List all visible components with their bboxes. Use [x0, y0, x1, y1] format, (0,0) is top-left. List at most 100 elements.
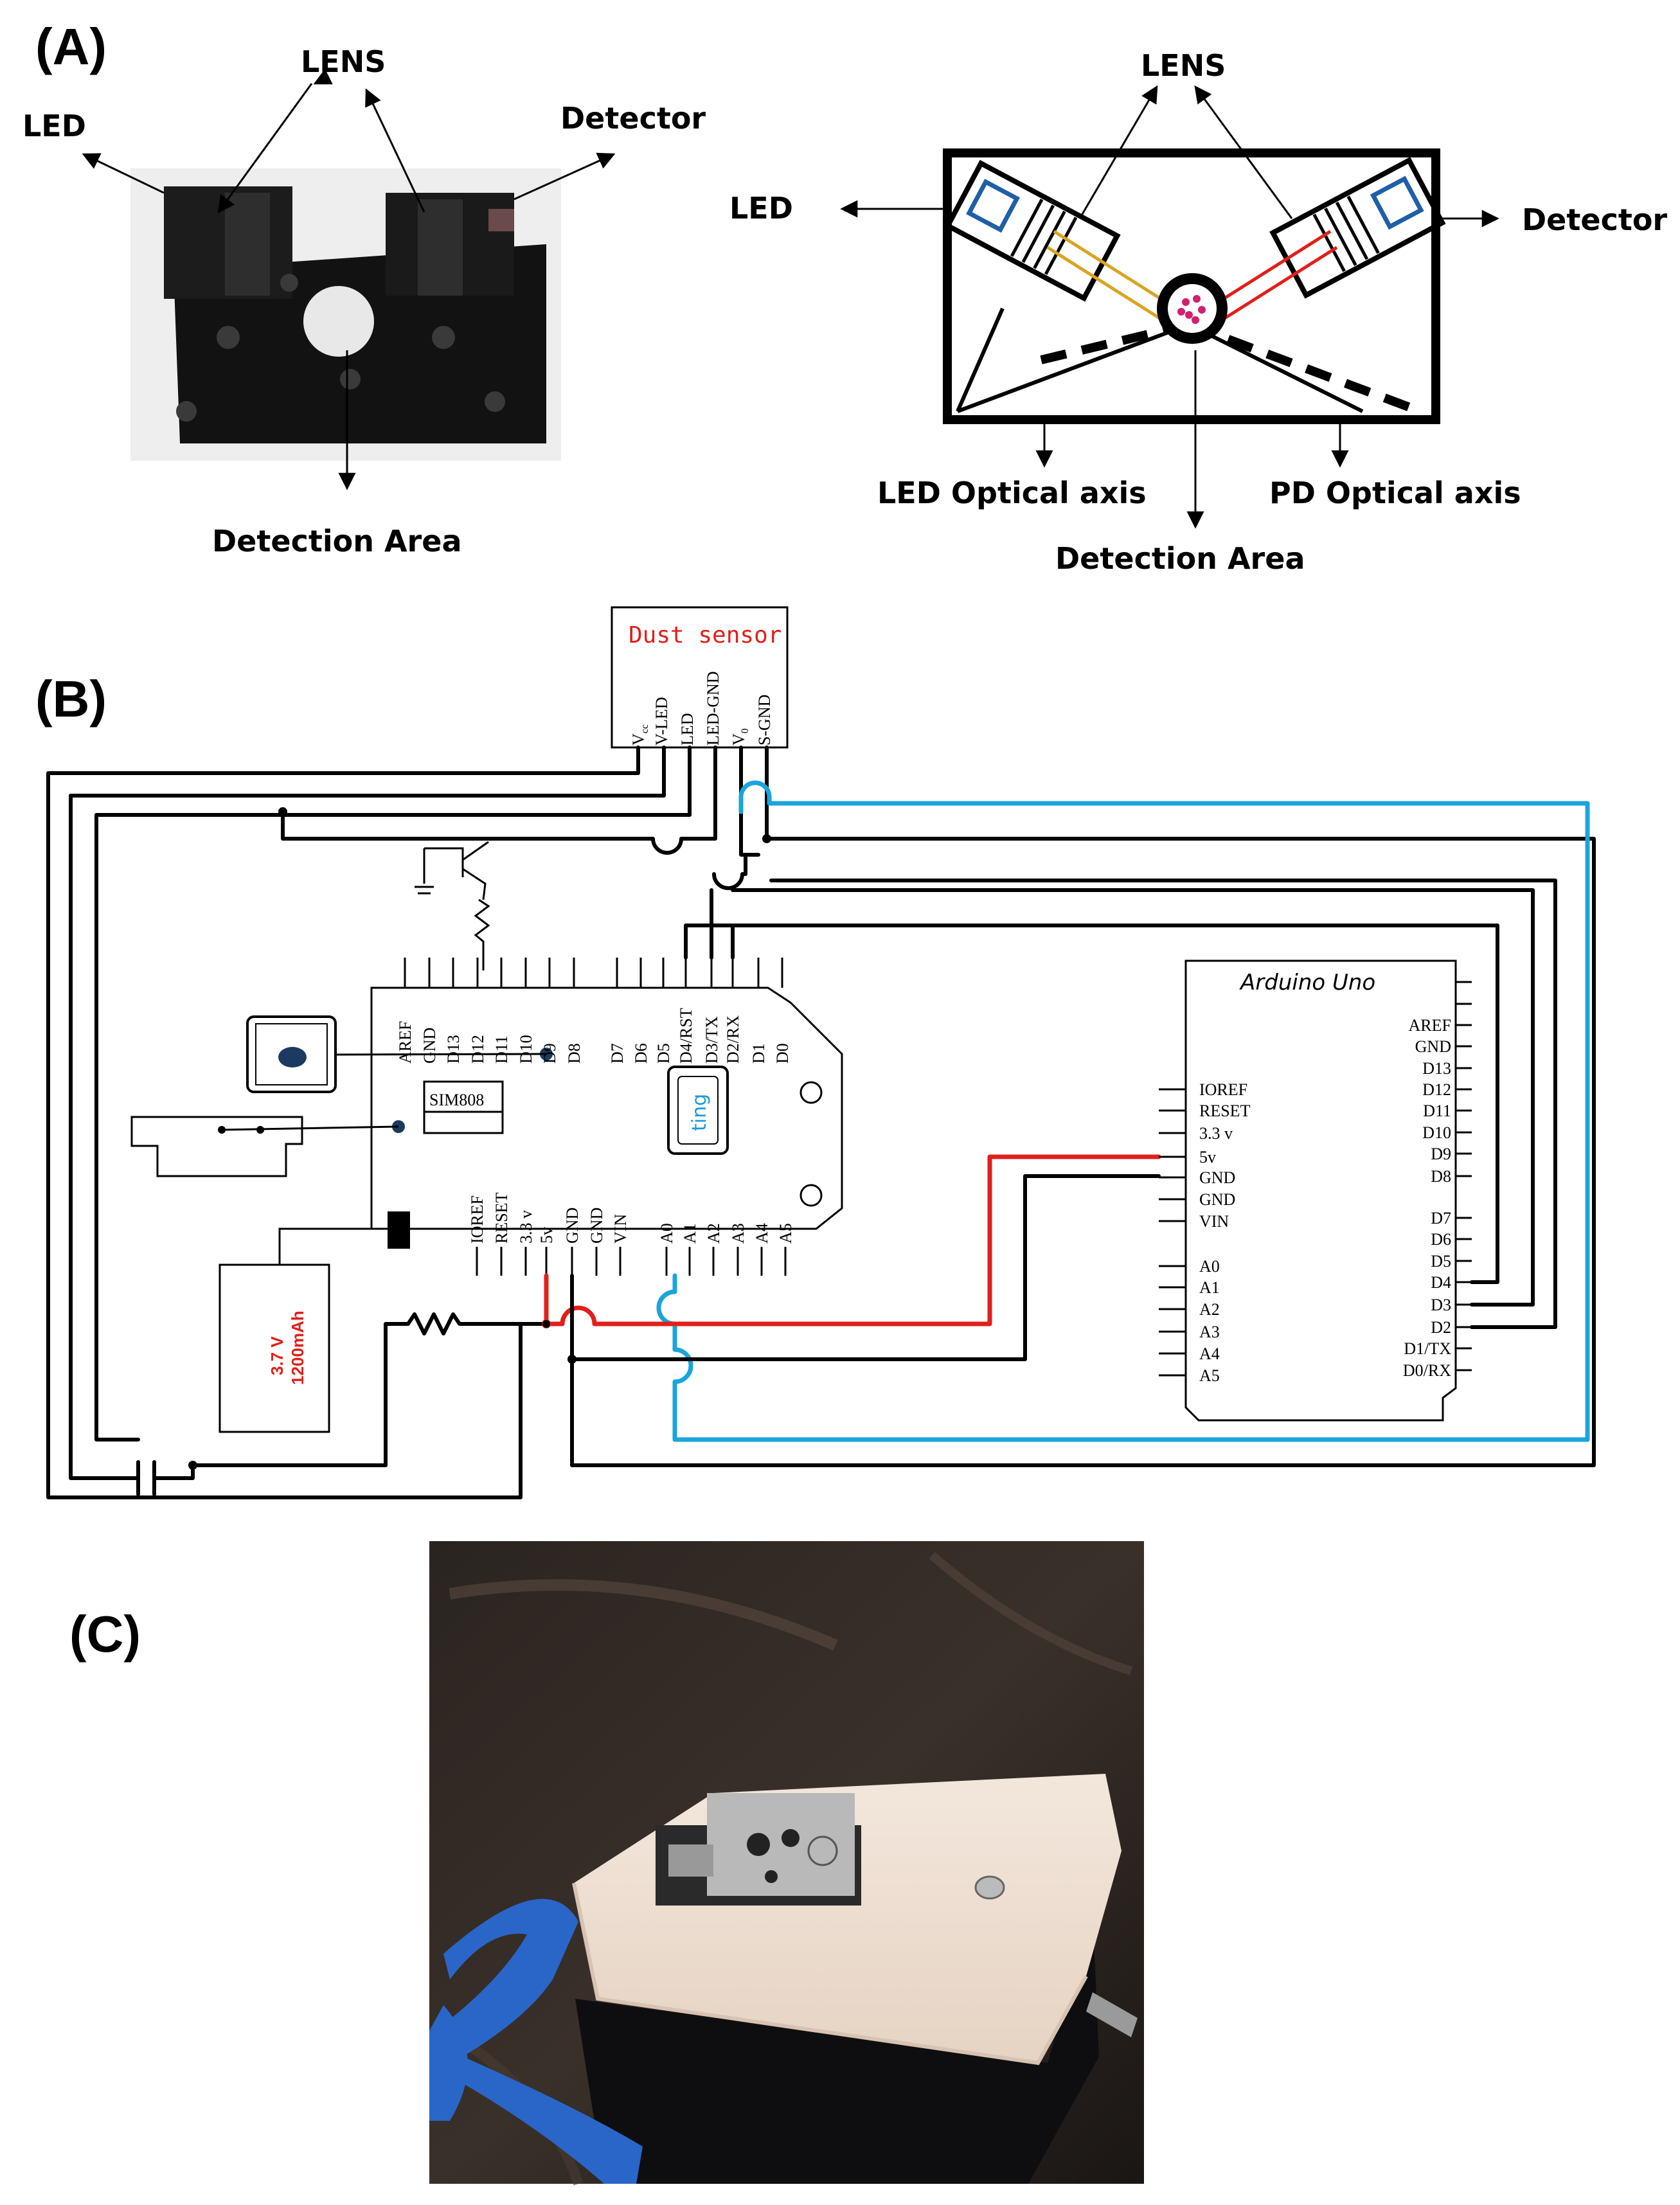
arduino-left-pin-label: A4: [1199, 1344, 1220, 1363]
schematic-arrows: [840, 85, 1499, 529]
dust-sensor-title: Dust sensor: [629, 622, 782, 648]
battery: 3.7 V 1200mAh: [219, 1227, 388, 1433]
arduino-right-pin-label: D6: [1431, 1230, 1451, 1249]
board-bottom-pin-label: A0: [657, 1223, 676, 1244]
board-bottom-pin-label: GND: [563, 1208, 582, 1244]
board-bottom-pin-label: A1: [681, 1223, 699, 1244]
panel-c-label: (C): [69, 1605, 141, 1663]
dust-sensor-pins: Vcc V-LED LED LED-GND V0 S-GND: [629, 671, 774, 745]
arduino-right-pin-label: D12: [1422, 1080, 1451, 1099]
gnd-wire: [542, 1174, 1161, 1364]
arduino-right-pins: AREF GND D13D12D11D10D9D8D7D6D5D4D3D2D1/TX…: [1403, 981, 1472, 1380]
dust-pin-led-gnd: LED-GND: [704, 671, 722, 745]
battery-capacity: 1200mAh: [288, 1310, 307, 1385]
sensor-photo: [130, 168, 561, 461]
arduino-right-pin-label: D13: [1422, 1059, 1451, 1078]
schematic-led-axis-label: LED Optical axis: [877, 476, 1147, 510]
arduino-title: Arduino Uno: [1239, 970, 1375, 995]
chip-label: SIM808: [429, 1091, 484, 1109]
arduino-left-pin-label: GND: [1199, 1168, 1235, 1187]
arduino-right-pin-label: GND: [1415, 1037, 1451, 1056]
board-bottom-pin-label: VIN: [611, 1214, 630, 1244]
board-top-pin-label: D11: [492, 1035, 511, 1064]
dust-pin-led: LED: [678, 713, 697, 745]
board-top-pin-label: D7: [608, 1043, 627, 1064]
board-top-pin-label: D3/TX: [702, 1016, 721, 1064]
dust-sensor: Dust sensor: [611, 606, 789, 749]
board-bottom-pin-label: GND: [587, 1208, 606, 1244]
arduino-right-pin-label: D11: [1423, 1102, 1451, 1120]
blue-wire: [656, 780, 1590, 1442]
arduino-left-pin-label: A0: [1199, 1257, 1220, 1276]
dust-pin-vcc: Vcc: [629, 724, 650, 745]
arduino-right-pin-label: D4: [1431, 1273, 1451, 1292]
sim-label: ting: [688, 1094, 711, 1131]
photo-detector-label: Detector: [560, 101, 706, 136]
board-top-pin-label: D6: [632, 1043, 650, 1064]
board-top-pin-label: D0: [773, 1043, 792, 1064]
dust-pin-v0: V0: [729, 728, 751, 745]
schematic-pd-axis-label: PD Optical axis: [1269, 476, 1521, 510]
arduino-right-pin-label: D9: [1431, 1145, 1451, 1163]
panel-b-label: (B): [35, 670, 107, 728]
board-bottom-pin-label: A3: [729, 1223, 747, 1244]
arduino-left-pin-label: GND: [1199, 1190, 1235, 1209]
battery-voltage: 3.7 V: [267, 1336, 287, 1375]
sensor-schematic: [943, 148, 1446, 424]
device-photo: [429, 1541, 1144, 2186]
board-top-pin-label: D5: [654, 1043, 673, 1064]
board-bottom-pin-label: A2: [704, 1223, 723, 1244]
arduino-left-pin-label: A2: [1199, 1300, 1220, 1319]
red-wire: [544, 1154, 1161, 1326]
board-top-pin-label: D1: [749, 1043, 768, 1064]
arduino-right-pin-label: D0/RX: [1403, 1361, 1451, 1380]
arduino-left-pin-label: A1: [1199, 1278, 1220, 1297]
arduino-right-pin-label: D2: [1431, 1318, 1451, 1337]
board-bottom-pin-label: A4: [753, 1223, 771, 1244]
sim808-board: SIM808 ting: [370, 986, 843, 1249]
power-switch: [88, 1460, 388, 1496]
board-top-pin-label: D2/RX: [724, 1015, 742, 1064]
arduino-left-pin-label: RESET: [1199, 1102, 1251, 1120]
black-wires: [46, 745, 1596, 1499]
photo-detection-area-label: Detection Area: [212, 524, 461, 558]
dust-pin-sgnd: S-GND: [755, 695, 774, 745]
arduino-left-pin-label: A3: [1199, 1323, 1220, 1341]
arduino-right-pin-label: AREF: [1409, 1016, 1451, 1035]
schematic-lens-label: LENS: [1141, 48, 1226, 83]
panel-a-label: (A): [35, 18, 107, 75]
schematic-detection-area-label: Detection Area: [1055, 541, 1305, 576]
arduino-right-pin-label: D1/TX: [1404, 1339, 1451, 1358]
board-bottom-pin-label: A5: [776, 1223, 795, 1244]
board-top-pin-label: D8: [565, 1043, 584, 1064]
board-bottom-pin-label: RESET: [492, 1192, 511, 1244]
board-bottom-pin-label: 3.3 v: [517, 1210, 535, 1244]
arduino-right-pin-label: D10: [1422, 1123, 1451, 1142]
dust-pin-vled: V-LED: [652, 697, 671, 745]
schematic-detector-label: Detector: [1522, 202, 1667, 237]
photo-led-label: LED: [22, 109, 86, 143]
board-bottom-pin-label: IOREF: [468, 1195, 487, 1244]
transistor: [415, 841, 490, 970]
photo-arrows: [82, 69, 616, 490]
resistor: [384, 1312, 548, 1467]
push-button: [246, 1015, 547, 1093]
schematic-led-label: LED: [729, 191, 793, 226]
arduino-right-pin-label: D5: [1431, 1252, 1451, 1271]
board-top-pin-label: GND: [420, 1028, 439, 1064]
arduino-left-pin-label: A5: [1199, 1366, 1220, 1385]
arduino-left-pin-label: 3.3 v: [1199, 1124, 1233, 1143]
arduino-right-pin-label: D7: [1431, 1209, 1451, 1227]
board-top-pin-label: D12: [469, 1035, 487, 1064]
arduino-uno: Arduino Uno: [1184, 960, 1457, 1422]
arduino-left-pin-label: 5v: [1199, 1148, 1216, 1166]
board-top-pin-label: D10: [517, 1035, 535, 1064]
arduino-right-pin-label: D8: [1431, 1167, 1451, 1186]
board-top-pin-label: AREF: [396, 1021, 415, 1064]
arduino-right-pin-label: D3: [1431, 1296, 1451, 1314]
arduino-left-pin-label: IOREF: [1199, 1080, 1247, 1099]
